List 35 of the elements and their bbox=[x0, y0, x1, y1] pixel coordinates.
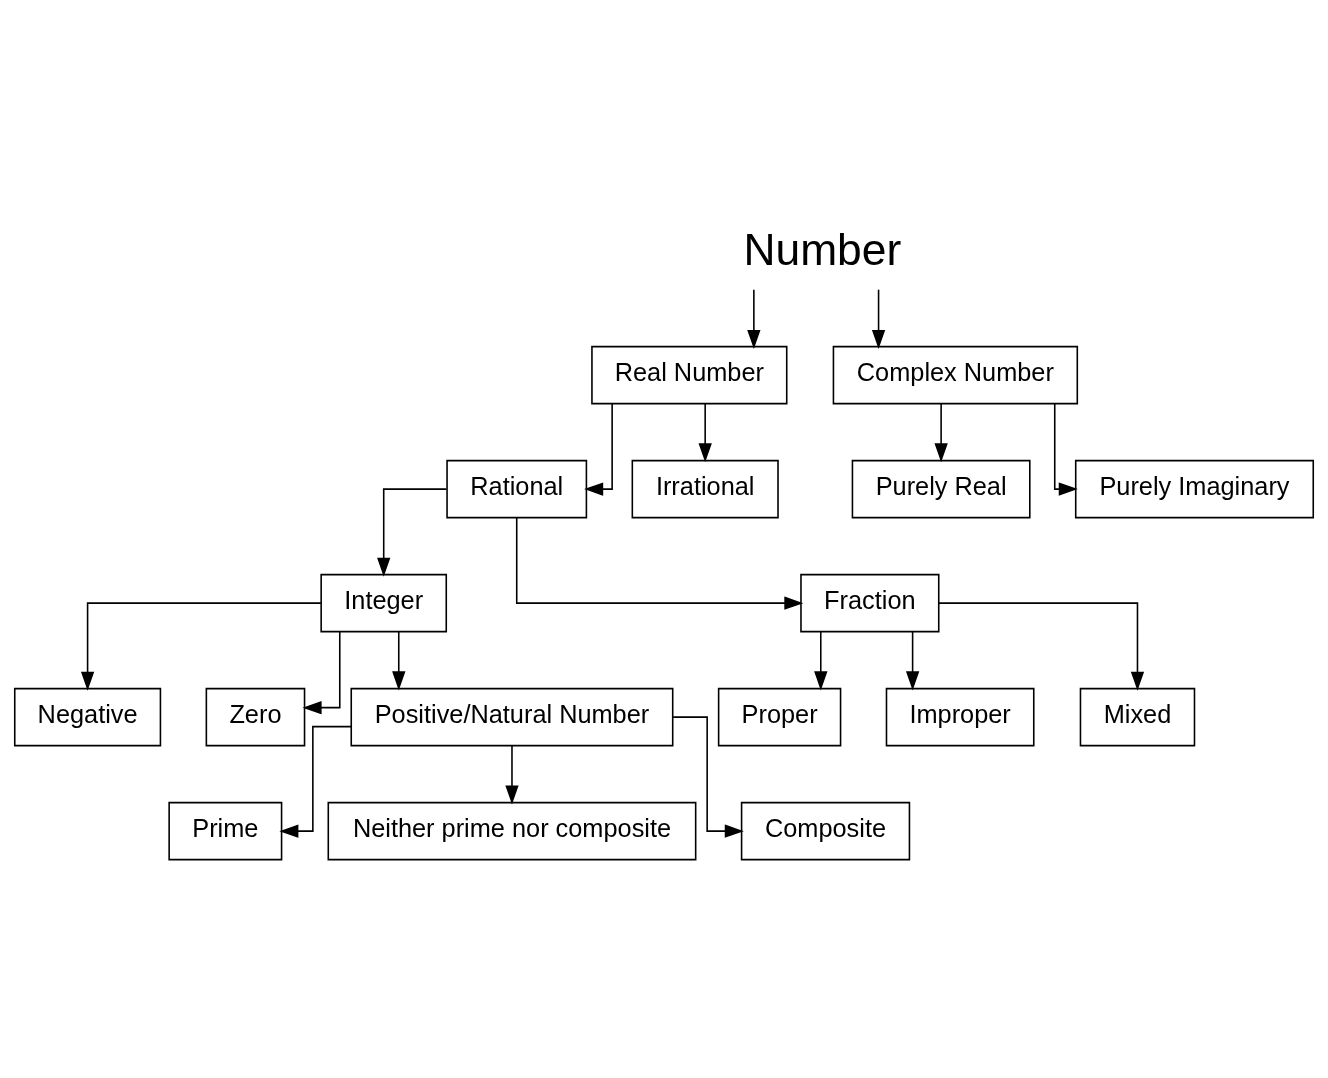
arrow bbox=[905, 631, 920, 691]
node-box: Mixed bbox=[1079, 687, 1196, 747]
arrow bbox=[302, 630, 341, 715]
node-box: Negative bbox=[13, 687, 162, 747]
node-box: Positive/Natural Number bbox=[350, 687, 674, 747]
node-box: Composite bbox=[740, 801, 911, 861]
node-box: Improper bbox=[885, 687, 1035, 747]
node-text: Number bbox=[743, 224, 902, 274]
arrow bbox=[584, 403, 613, 496]
arrow bbox=[814, 631, 828, 691]
arrow bbox=[938, 602, 1145, 691]
node-box: Purely Real bbox=[851, 459, 1031, 519]
node-box: Zero bbox=[205, 687, 306, 747]
node-box: Complex Number bbox=[832, 345, 1079, 405]
arrow bbox=[747, 288, 761, 349]
node-box: Proper bbox=[717, 687, 842, 747]
node-box: Neither prime nor composite bbox=[327, 801, 697, 861]
arrow bbox=[279, 725, 353, 838]
arrow bbox=[377, 488, 448, 577]
node-box: Rational bbox=[446, 459, 588, 519]
arrow bbox=[80, 602, 322, 691]
node-box: Purely Imaginary bbox=[1074, 459, 1315, 519]
arrow bbox=[1053, 403, 1078, 496]
node-box: Real Number bbox=[591, 345, 788, 405]
node-box: Irrational bbox=[631, 459, 779, 519]
arrow bbox=[672, 716, 744, 838]
arrow bbox=[505, 745, 519, 805]
node-box: Integer bbox=[320, 573, 448, 633]
arrow bbox=[392, 631, 406, 691]
arrow bbox=[871, 288, 886, 349]
arrow bbox=[934, 403, 948, 463]
node-box: Fraction bbox=[800, 573, 940, 633]
arrow bbox=[698, 403, 712, 463]
node-box: Prime bbox=[168, 801, 283, 861]
arrow bbox=[515, 517, 804, 610]
